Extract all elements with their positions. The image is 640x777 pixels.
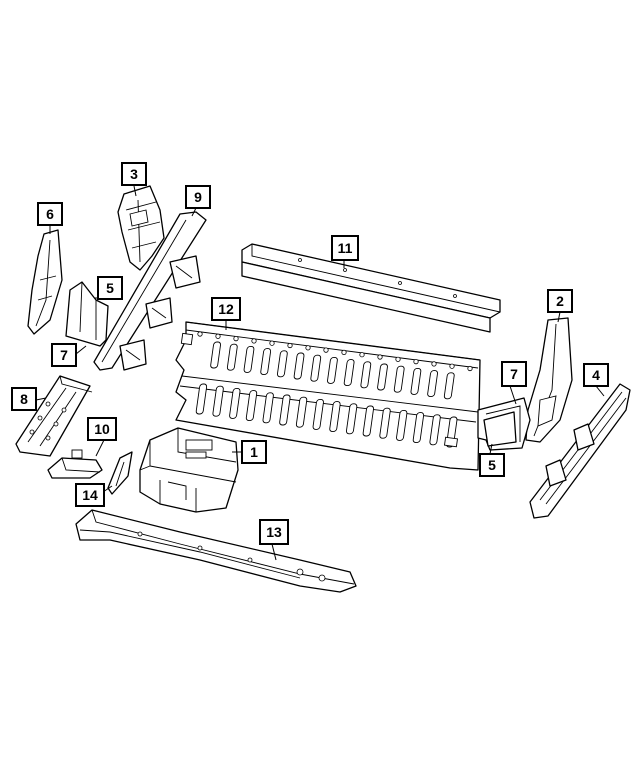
floor-rib-lower [195,383,208,415]
callout-6-label: 6 [46,206,54,222]
callout-11: 11 [331,235,359,261]
floor-rib-lower [295,396,308,428]
callout-5-left: 5 [97,276,123,300]
callout-5-left-label: 5 [106,280,114,296]
floor-hole [341,349,347,355]
callout-9-label: 9 [194,189,202,205]
part-11-crossmember [241,243,501,333]
part-14-plate [107,451,133,495]
floor-hole [395,356,401,362]
floor-rib-upper [343,359,355,387]
part-10-bracket [47,449,103,479]
floor-hole [413,358,419,365]
floor-rib-lower [262,392,274,424]
callout-1: 1 [241,440,267,464]
callout-7-left-label: 7 [60,347,68,363]
callout-2: 2 [547,289,573,313]
floor-rib-upper [377,363,388,391]
callout-11-label: 11 [338,240,353,256]
floor-hole [305,345,311,351]
floor-rib-lower [345,403,358,435]
floor-hole [233,335,239,342]
callout-7-right-label: 7 [510,366,518,382]
floor-rib-upper [443,372,455,400]
callout-3-label: 3 [130,166,138,182]
floor-rib-upper [410,367,422,395]
callout-4: 4 [583,363,609,387]
floor-rib-lower [329,401,341,433]
floor-rib-upper [360,361,372,389]
callout-5-right-label: 5 [488,457,496,473]
part-5-left-panel [65,281,109,347]
floor-rib-upper [310,354,322,382]
floor-rib-upper [327,356,338,384]
floor-hole [197,331,203,337]
part-13-sill [75,509,357,593]
callout-13: 13 [259,519,289,545]
callout-12: 12 [211,297,241,321]
floor-hole [269,340,275,346]
floor-rib-lower [229,387,241,419]
floor-hole [467,365,473,372]
floor-hole [431,361,437,367]
floor-rib-upper [293,352,305,380]
floor-rib-upper [427,370,438,398]
floor-hole [215,333,221,339]
floor-rib-upper [226,343,238,371]
floor-rib-upper [210,341,221,369]
floor-rib-lower [429,414,441,446]
floor-rib-lower [245,390,258,422]
part-5-right-panel [483,411,517,447]
floor-rib-lower [362,405,375,437]
callout-4-label: 4 [592,367,600,383]
floor-rib-upper [276,350,288,378]
callout-3: 3 [121,162,147,186]
callout-2-label: 2 [556,293,564,309]
callout-14: 14 [75,483,105,507]
callout-12-label: 12 [218,301,234,317]
part-3-bracket [117,185,165,271]
floor-rib-lower [312,398,324,430]
floor-rib-upper [243,345,255,373]
floor-hole [251,338,257,344]
part-6-pillar [27,229,63,335]
callout-7-left: 7 [51,343,77,367]
floor-rib-lower [212,385,224,417]
callout-7-right: 7 [501,361,527,387]
part-4-rail [529,383,631,519]
floor-rib-lower [379,407,391,439]
part-12-floor-pan [175,321,481,471]
callout-1-label: 1 [250,444,258,460]
floor-hole [449,363,455,369]
floor-rib-upper [393,365,405,393]
floor-rib-lower [412,412,425,444]
floor-hole [377,354,383,360]
part-1-tub [139,427,239,513]
callout-8-label: 8 [20,391,28,407]
floor-rib-upper [260,348,272,376]
callout-14-label: 14 [82,487,98,503]
part-9-rail [93,211,207,371]
floor-rib-lower [396,409,408,441]
callout-5-right: 5 [479,453,505,477]
callout-6: 6 [37,202,63,226]
floor-hole [287,342,293,349]
callout-9: 9 [185,185,211,209]
callout-13-label: 13 [266,524,282,540]
callout-10-label: 10 [94,421,110,437]
part-8-bracket [15,375,93,457]
floor-hole [359,352,365,358]
floor-rib-lower [279,394,291,426]
callout-8: 8 [11,387,37,411]
floor-hole [323,347,329,353]
part-2-pillar [525,317,573,443]
callout-10: 10 [87,417,117,441]
